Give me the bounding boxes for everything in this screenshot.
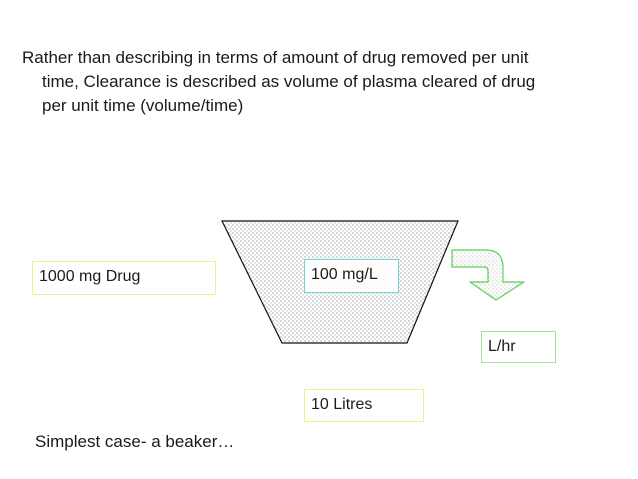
clearance-definition: Rather than describing in terms of amoun… — [22, 46, 622, 118]
flow-rate-box: L/hr — [481, 331, 556, 363]
curved-arrow-down-icon — [451, 249, 525, 301]
volume-box: 10 Litres — [304, 389, 424, 422]
drug-amount-box: 1000 mg Drug — [32, 261, 216, 295]
paragraph-line-2: time, Clearance is described as volume o… — [42, 72, 536, 91]
paragraph-line-1: Rather than describing in terms of amoun… — [22, 48, 529, 67]
paragraph-line-3: per unit time (volume/time) — [42, 96, 244, 115]
caption: Simplest case- a beaker… — [35, 432, 235, 451]
concentration-box: 100 mg/L — [304, 259, 399, 293]
